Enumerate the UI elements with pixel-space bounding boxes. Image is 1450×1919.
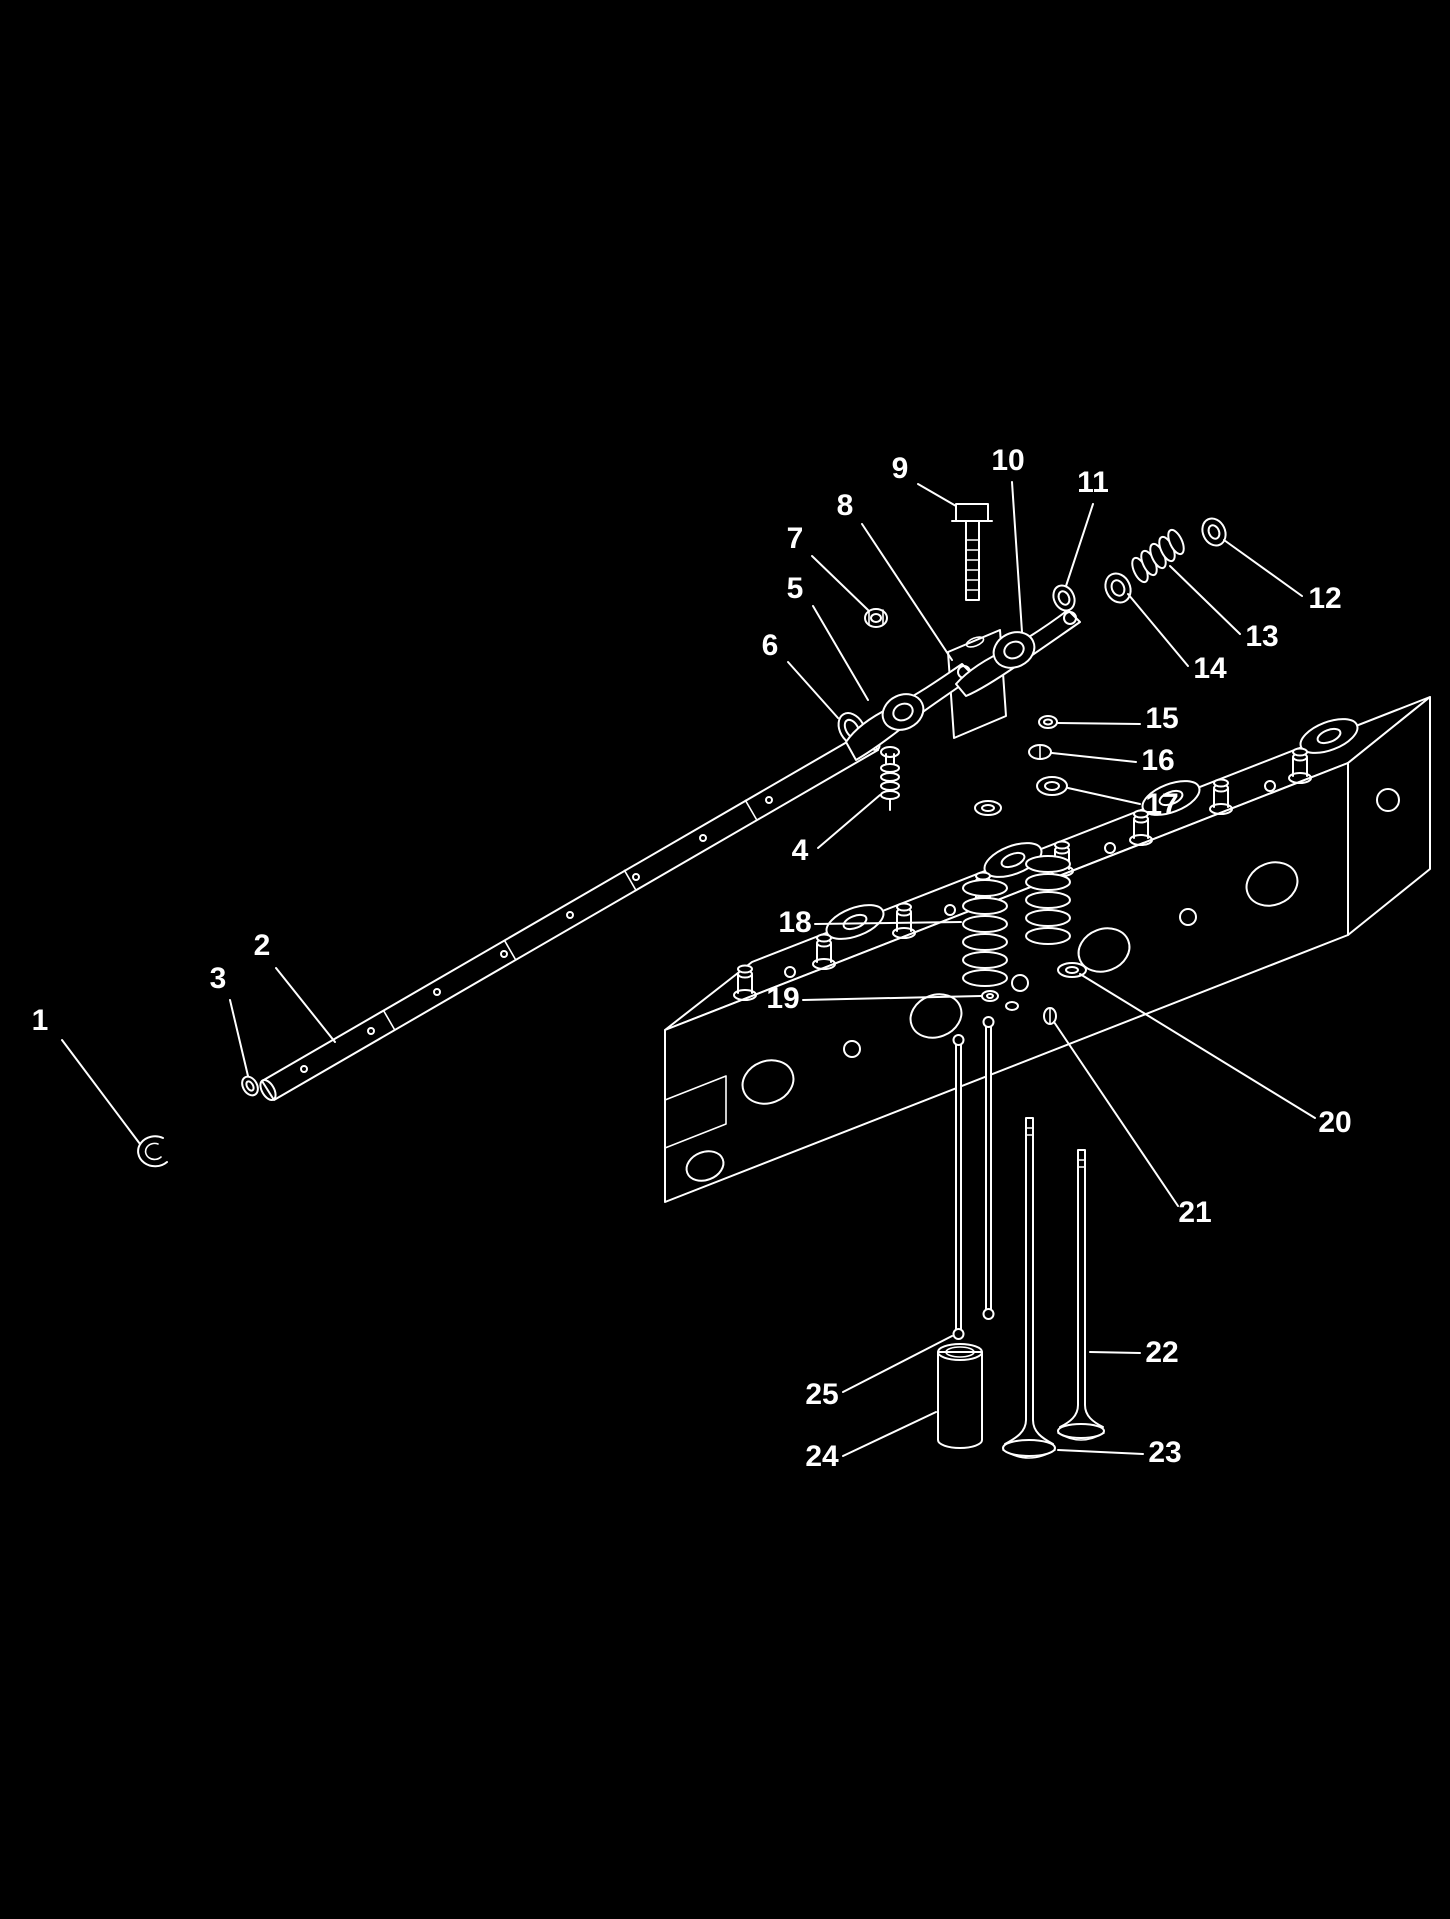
callout-leader-11 [1065, 503, 1094, 587]
callout-label-6: 6 [762, 629, 779, 662]
callout-label-12: 12 [1308, 582, 1341, 615]
spring-retainer-left [974, 800, 1002, 816]
part-18-valve-springs [962, 855, 1071, 987]
callout-label-15: 15 [1145, 702, 1178, 735]
part-16-keeper-pair [1028, 744, 1052, 760]
part-4-screw-spring [880, 746, 900, 811]
part-8-rocker-arm [955, 609, 1081, 697]
callout-leader-19 [802, 995, 982, 1001]
callout-label-20: 20 [1318, 1106, 1351, 1139]
callout-leader-25 [842, 1335, 953, 1393]
callout-leader-24 [842, 1411, 937, 1457]
callout-leader-8 [861, 523, 953, 661]
callout-label-17: 17 [1145, 788, 1178, 821]
part-11-ring [1052, 584, 1076, 612]
callout-leader-20 [1079, 973, 1316, 1119]
callout-label-21: 21 [1178, 1196, 1211, 1229]
callout-label-2: 2 [254, 929, 271, 962]
callout-label-14: 14 [1193, 652, 1227, 685]
callout-leader-22 [1089, 1351, 1141, 1354]
part-14-ring [1104, 572, 1132, 604]
callout-label-22: 22 [1145, 1336, 1178, 1369]
cylinder-head-body [664, 696, 1431, 1203]
callout-leader-9 [917, 483, 957, 507]
callout-leader-23 [1057, 1449, 1144, 1455]
callout-label-3: 3 [210, 962, 227, 995]
part-1-snap-ring [137, 1135, 168, 1168]
part-7-nut [864, 608, 888, 628]
callout-label-4: 4 [792, 834, 809, 867]
callout-leader-21 [1053, 1021, 1179, 1207]
callout-label-1: 1 [32, 1004, 49, 1037]
callout-label-5: 5 [787, 572, 804, 605]
callout-leader-1 [61, 1039, 141, 1145]
callout-leader-7 [811, 555, 869, 611]
callout-label-11: 11 [1077, 466, 1109, 499]
callout-label-10: 10 [991, 444, 1024, 477]
callout-label-16: 16 [1141, 744, 1174, 777]
part-22-valve-right [1057, 1149, 1105, 1441]
callout-leader-13 [1169, 565, 1241, 635]
callout-label-25: 25 [805, 1378, 838, 1411]
callout-leader-10 [1011, 481, 1023, 633]
callout-label-8: 8 [837, 489, 854, 522]
part-24-tappet [937, 1343, 983, 1449]
callout-label-24: 24 [805, 1440, 839, 1473]
part-23-valve-left [1002, 1117, 1056, 1459]
callout-leader-14 [1127, 593, 1189, 667]
callout-label-9: 9 [892, 452, 909, 485]
part-20-retainer [1057, 962, 1087, 978]
part-9-bolt [951, 503, 993, 601]
part-17-washer [1036, 776, 1068, 796]
callout-leader-6 [787, 661, 839, 719]
callout-leader-5 [812, 605, 869, 701]
callout-leader-18 [814, 921, 962, 925]
callout-label-7: 7 [787, 522, 804, 555]
part-12-ring [1201, 517, 1227, 547]
part-15-cap [1038, 715, 1058, 729]
callout-label-18: 18 [778, 906, 811, 939]
part-13-spring [1131, 528, 1185, 584]
callout-leader-3 [229, 999, 249, 1077]
callout-leader-12 [1223, 539, 1303, 597]
part-21-keeper [1043, 1007, 1057, 1025]
callout-label-13: 13 [1245, 620, 1278, 653]
part-3-ring [241, 1075, 259, 1097]
callout-label-23: 23 [1148, 1436, 1181, 1469]
callout-leader-17 [1067, 787, 1141, 805]
callout-label-19: 19 [766, 982, 799, 1015]
part-2-rocker-shaft [259, 729, 881, 1101]
callout-leader-15 [1057, 722, 1141, 725]
part-25-push-rods [952, 1016, 995, 1340]
part-5-rocker-arm [845, 663, 975, 761]
callout-leader-4 [817, 794, 881, 849]
callout-leader-2 [275, 967, 336, 1043]
callout-leader-16 [1051, 752, 1137, 763]
